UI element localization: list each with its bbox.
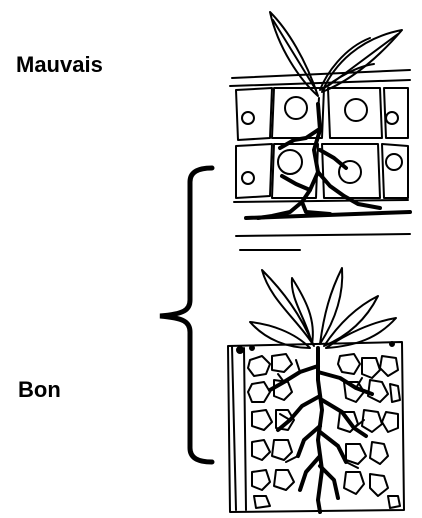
comparison-brace [160,168,212,462]
good-soil-illustration [228,268,404,512]
